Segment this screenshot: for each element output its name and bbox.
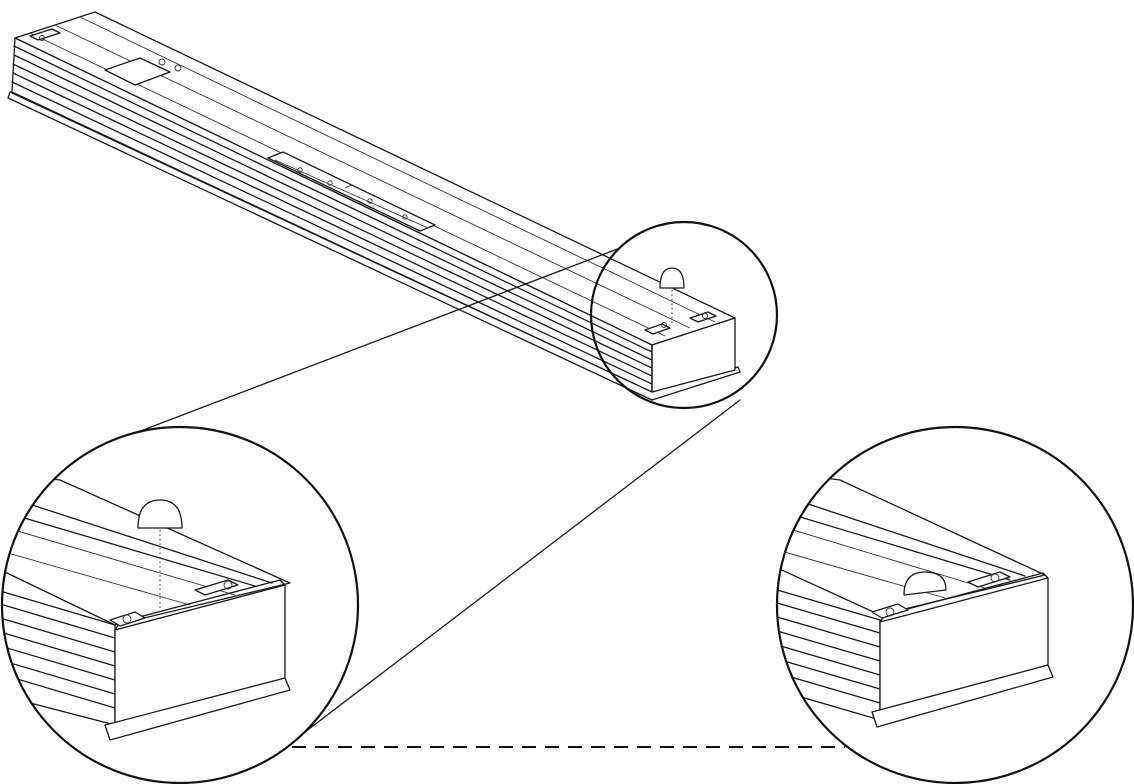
detail-circle-left	[0, 425, 360, 784]
magnified-detail-after	[777, 427, 1133, 783]
light-bar-housing	[7, 11, 741, 401]
callout-line-bottom	[287, 399, 741, 746]
dome-sensor-icon	[659, 267, 685, 289]
dome-sensor-icon	[903, 571, 947, 596]
detail-circle-right	[775, 425, 1134, 784]
magnified-detail-before	[2, 427, 358, 783]
dome-sensor-icon	[137, 499, 183, 529]
callout-line-top	[137, 247, 621, 433]
magnifier-circle	[589, 220, 779, 410]
